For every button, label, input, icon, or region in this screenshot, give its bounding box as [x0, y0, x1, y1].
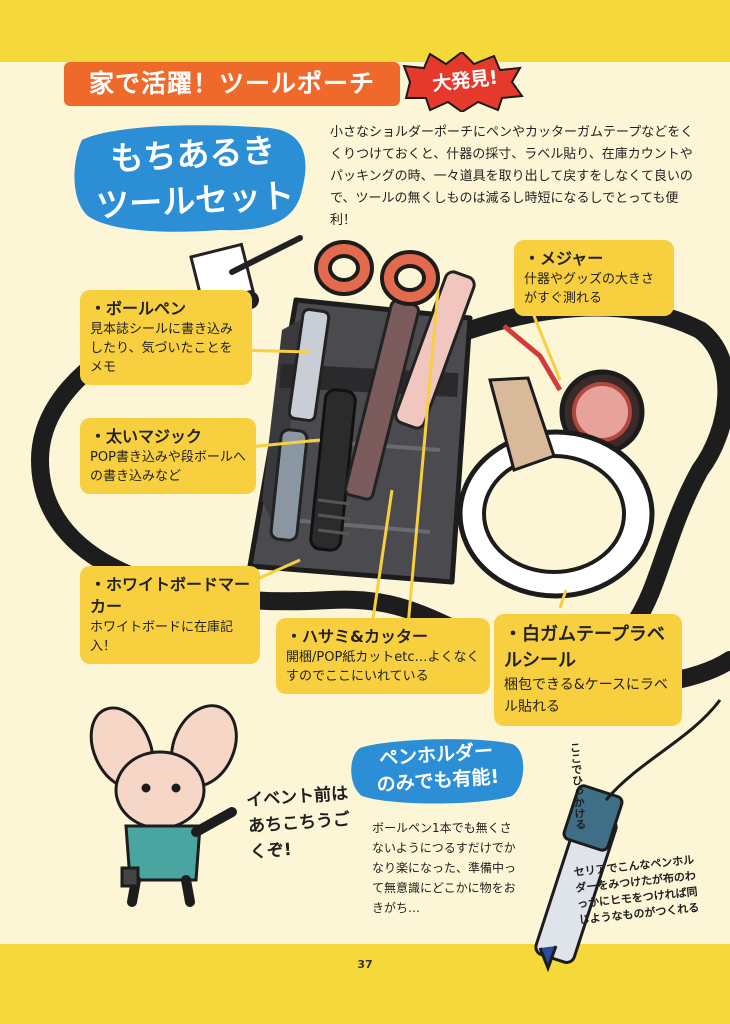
- intro-paragraph: 小さなショルダーポーチにペンやカッターガムテープなどをくくりつけておくと、什器の…: [330, 125, 694, 228]
- callout-measure: ・メジャー 什器やグッズの大きさがすぐ測れる: [514, 240, 674, 316]
- callout-scissors-text: 開梱/POP紙カットetc…よくなくすのでここにいれている: [286, 650, 480, 684]
- seria-note: セリアでこんなペンホルダーをみつけたが布のわっかにヒモをつければ同じようなものが…: [573, 853, 700, 927]
- top-band: [0, 0, 730, 62]
- callout-marker-text: POP書き込みや段ボールへの書き込みなど: [90, 450, 246, 484]
- burst-badge-icon: [402, 52, 524, 112]
- callout-scissors-title: ・ハサミ&カッター: [286, 627, 428, 646]
- hero-title: もちあるき ツールセット: [82, 126, 307, 229]
- callout-whiteboard-title: ・ホワイトボードマーカー: [90, 575, 251, 616]
- character-speech: イベント前はあちこちうごくぞ!: [245, 783, 351, 863]
- whiteboard-marker: [269, 428, 309, 542]
- hero-blob-shape: [74, 125, 306, 232]
- callout-tape: ・白ガムテープラベルシール 梱包できる&ケースにラベル貼れる: [494, 614, 682, 726]
- callout-whiteboard-text: ホワイトボードに在庫記入！: [90, 620, 234, 654]
- scissors: [314, 240, 440, 306]
- callout-marker: ・太いマジック POP書き込みや段ボールへの書き込みなど: [80, 418, 256, 494]
- page-title: 家で活躍！ツールポーチ: [64, 62, 400, 106]
- callout-ballpen-text: 見本誌シールに書き込みしたり、気づいたことをメモ: [90, 322, 234, 375]
- holder-pill-shape: [351, 739, 524, 804]
- callout-ballpen: ・ボールペン 見本誌シールに書き込みしたり、気づいたことをメモ: [80, 290, 252, 385]
- page-number: 37: [357, 958, 373, 971]
- gum-tape-roll: [457, 376, 655, 599]
- callout-tape-text: 梱包できる&ケースにラベル貼れる: [504, 677, 668, 715]
- callout-tape-title: ・白ガムテープラベルシール: [504, 624, 665, 671]
- callout-ballpen-title: ・ボールペン: [90, 299, 187, 318]
- callout-measure-text: 什器やグッズの大きさがすぐ測れる: [524, 272, 655, 306]
- ballpen: [287, 308, 331, 422]
- callout-scissors-cutter: ・ハサミ&カッター 開梱/POP紙カットetc…よくなくすのでここにいれている: [276, 618, 490, 694]
- marker: [309, 388, 357, 552]
- callout-marker-title: ・太いマジック: [90, 427, 203, 446]
- character: [89, 704, 238, 907]
- callout-measure-title: ・メジャー: [524, 249, 604, 268]
- bottom-band: [0, 944, 730, 1024]
- pen-holder: [534, 699, 722, 973]
- holder-paragraph: ボールペン1本でも無くさないようにつるすだけでかなり楽になった、準備中って無意識…: [372, 821, 517, 915]
- callout-whiteboard-marker: ・ホワイトボードマーカー ホワイトボードに在庫記入！: [80, 566, 260, 664]
